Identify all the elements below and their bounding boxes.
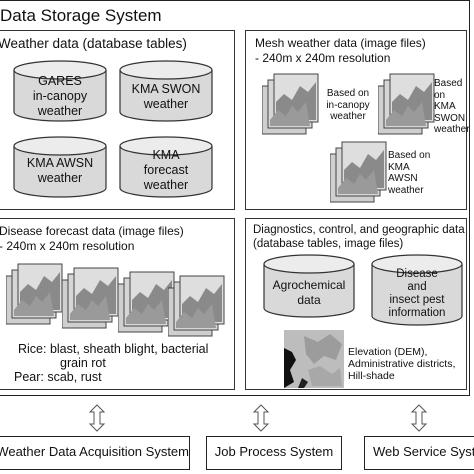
- caption-line: in-canopy: [326, 99, 370, 111]
- image-stack-icon: [168, 275, 225, 337]
- caption-line: Administrative districts,: [348, 358, 456, 370]
- cylinder-shape: [263, 254, 355, 318]
- disease-image-stack-1: [6, 262, 68, 328]
- caption-line: weather: [434, 124, 470, 135]
- disease-image-stack-3: [118, 270, 180, 336]
- cylinder-label-line: weather: [143, 97, 189, 111]
- disease-image-stack-4: [168, 274, 230, 340]
- cylinder-shape: [119, 136, 213, 198]
- cylinder-shape: [13, 60, 107, 122]
- image-stack-icon: [262, 73, 319, 135]
- cylinder-label-line: KMA AWSN: [26, 156, 94, 170]
- cylinder-label-line: information: [388, 307, 446, 319]
- cylinder-label-line: insect pest: [389, 294, 445, 306]
- cylinder-label-line: KMA: [152, 148, 180, 162]
- cylinder-label-line: and: [407, 281, 427, 293]
- cylinder-shape: [13, 136, 107, 198]
- cylinder-label-line: Disease: [396, 268, 438, 280]
- weather-panel-title: Weather data (database tables): [0, 36, 187, 51]
- image-stack-icon: [6, 263, 63, 325]
- cylinder-label-line: Agrochemical: [272, 278, 346, 292]
- caption-line: Based on: [434, 78, 463, 101]
- mesh-image-stack-awsn: [330, 140, 392, 206]
- caption-line: SWON: [434, 112, 466, 124]
- caption-line: weather: [388, 184, 424, 196]
- caption-line: Elevation (DEM),: [348, 346, 428, 358]
- cylinder-label-line: GARES: [38, 74, 82, 88]
- caption-line: Hill-shade: [348, 370, 395, 382]
- cylinder-label-line: KMA SWON: [131, 82, 201, 96]
- map-image-icon: [284, 330, 344, 388]
- caption-line: Based on: [326, 88, 370, 99]
- cylinder-kma-awsn: KMA AWSN weather: [12, 136, 108, 198]
- cylinder-label-line: forecast: [143, 163, 189, 177]
- caption-line: KMA: [434, 101, 456, 112]
- cylinder-disease-insect: Disease and insect pest information: [370, 254, 464, 326]
- cylinder-label-line: data: [297, 293, 321, 307]
- cylinder-label-line: weather: [37, 171, 83, 185]
- cylinder-label-line: in-canopy: [32, 89, 88, 103]
- mesh-image-stack-incanopy: [262, 72, 324, 138]
- disease-image-stack-2: [62, 266, 124, 332]
- mesh-caption-incanopy: Based on in-canopy weather: [318, 88, 378, 123]
- mesh-image-stack-swon: [378, 72, 440, 138]
- image-stack-icon: [118, 271, 175, 333]
- image-stack-icon: [330, 141, 387, 203]
- system-label: Web Service System: [373, 444, 474, 459]
- cylinder-agrochemical: Agrochemical data: [262, 254, 356, 318]
- bidirectional-arrow-icon: [410, 404, 428, 432]
- mesh-panel-title-line2: - 240m x 240m resolution: [255, 51, 391, 65]
- image-stack-icon: [62, 267, 119, 329]
- caption-line: Based on: [388, 150, 431, 161]
- disease-crop-line: Pear: scab, rust: [14, 370, 102, 384]
- mesh-caption-awsn: Based on KMA AWSN weather: [388, 150, 440, 196]
- weather-data-acquisition-system: Weather Data Acquisition System: [0, 436, 190, 470]
- system-label: Job Process System: [214, 444, 334, 459]
- caption-line: AWSN: [388, 173, 418, 184]
- diagram-title: Data Storage System: [0, 6, 162, 25]
- bidirectional-arrow-icon: [252, 404, 270, 432]
- disease-crop-line: Rice: blast, sheath blight, bacterial: [18, 342, 209, 356]
- disease-crop-line: grain rot: [60, 356, 106, 370]
- cylinder-label-line: weather: [37, 104, 83, 118]
- diagnostics-panel-title-line2: (database tables, image files): [253, 238, 404, 250]
- cylinder-gares: GARES in-canopy weather: [12, 60, 108, 122]
- disease-panel-title-line1: Disease forecast data (image files): [0, 224, 184, 238]
- image-stack-icon: [378, 73, 435, 135]
- bidirectional-arrow-icon: [88, 404, 106, 432]
- geographic-caption: Elevation (DEM), Administrative district…: [348, 346, 468, 382]
- mesh-panel-title-line1: Mesh weather data (image files): [255, 36, 426, 50]
- cylinder-kma-forecast: KMA forecast weather: [118, 136, 214, 198]
- disease-panel-title-line2: - 240m x 240m resolution: [0, 239, 135, 253]
- system-label: Weather Data Acquisition System: [0, 444, 189, 459]
- cylinder-kma-swon: KMA SWON weather: [118, 60, 214, 122]
- caption-line: KMA: [388, 161, 410, 173]
- web-service-system: Web Service System: [364, 436, 474, 470]
- mesh-caption-swon: Based on KMA SWON weather: [434, 78, 470, 136]
- cylinder-label-line: weather: [143, 178, 189, 192]
- geographic-map-image: [284, 330, 344, 388]
- cylinder-shape: [119, 60, 213, 122]
- cylinder-shape: [371, 254, 463, 326]
- diagnostics-panel-title-line1: Diagnostics, control, and geographic dat…: [253, 224, 465, 236]
- job-process-system: Job Process System: [206, 436, 342, 470]
- caption-line: weather: [330, 111, 366, 122]
